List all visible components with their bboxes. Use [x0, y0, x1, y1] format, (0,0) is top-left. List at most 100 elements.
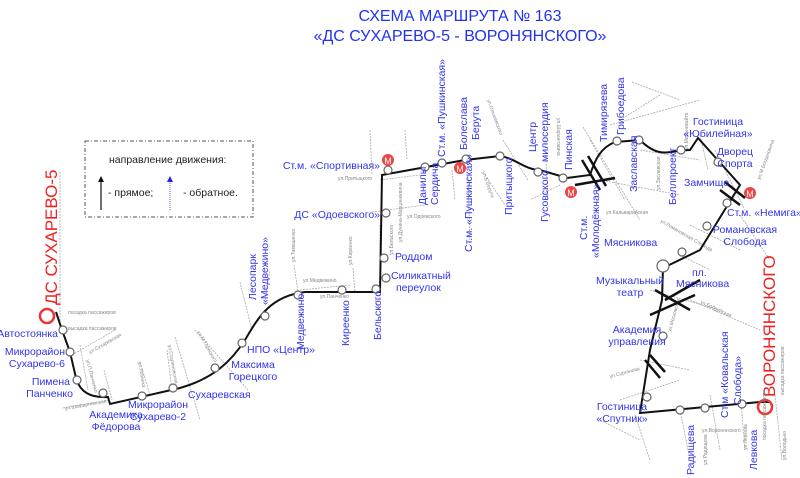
stop-label: Горецкого	[229, 371, 278, 383]
stop-circle-icon[interactable]	[337, 285, 347, 295]
stop-label: НПО «Центр»	[247, 344, 315, 356]
stop-circle-icon[interactable]	[65, 347, 75, 357]
metro-icon: M	[382, 154, 394, 166]
terminal-start-icon	[38, 307, 56, 325]
stop-circle-icon[interactable]	[461, 154, 471, 164]
stop-circle-icon[interactable]	[558, 173, 568, 183]
stop-label: Гостиница	[597, 401, 647, 413]
legend: направление движения: - прямое; - обратн…	[84, 140, 254, 218]
stop-circle-icon[interactable]	[371, 284, 381, 294]
terminal-end-icon	[756, 398, 774, 416]
street-label: ул.Бельского	[389, 225, 395, 255]
stop-label: Лесопарк	[247, 254, 259, 300]
stop-label: «Медвежино»	[259, 237, 271, 305]
stop-circle-icon[interactable]	[495, 151, 505, 161]
stop-label: Академия	[613, 324, 661, 336]
stop-label: Мясникова	[676, 278, 729, 290]
stop-circle-icon[interactable]	[675, 405, 685, 415]
street-label: ул.Панченко	[320, 294, 349, 300]
street-label: ул.Заславская	[656, 156, 662, 190]
stop-label: милосердия	[539, 102, 551, 162]
stop-label: Романовская	[713, 224, 777, 236]
stop-label: «Юбилейная»	[683, 128, 752, 140]
stop-circle-icon[interactable]	[383, 165, 393, 175]
stop-label: Ст.м. «Пушкинская»	[436, 59, 448, 157]
stop-circle-icon[interactable]	[722, 198, 732, 208]
stop-label: Слобода	[723, 236, 766, 248]
stop-label: Бельского	[372, 291, 384, 340]
stop-label: Берута	[470, 106, 482, 140]
stop-label: Слобода»	[732, 356, 744, 405]
title-line1: СХЕМА МАРШРУТА № 163	[359, 8, 562, 25]
title-line2: «ДС СУХАРЕВО-5 - ВОРОНЯНСКОГО»	[314, 28, 607, 45]
stop-label: Микрорайон	[128, 399, 188, 411]
stop-circle-icon[interactable]	[58, 325, 68, 335]
stop-label: Сухарево-6	[9, 358, 65, 370]
metro-icon: M	[744, 187, 756, 199]
street-label: ул.Б.Берута	[480, 171, 495, 199]
street-label: ул.П.Панченко	[84, 359, 99, 394]
street-label: ул.Левкова	[743, 424, 749, 450]
street-label: ул.Сурганова	[609, 366, 641, 380]
street-label: ул.Одоевского	[407, 214, 441, 220]
stop-circle-icon[interactable]	[260, 311, 270, 321]
route-line	[55, 136, 770, 415]
stop-circle-icon[interactable]	[676, 145, 686, 155]
stop-circle-icon[interactable]	[737, 399, 747, 409]
stop-circle-icon[interactable]	[137, 391, 147, 401]
stop-circle-icon[interactable]	[533, 167, 543, 177]
stop-label: «Спутник»	[596, 413, 647, 425]
street-label: ул.Володько	[782, 431, 788, 460]
stop-label: управления	[608, 336, 665, 348]
street-label: ул.Медвежино	[303, 278, 337, 284]
stop-label: Академика	[89, 409, 143, 421]
legend-forward: - прямое;	[108, 187, 153, 199]
stop-circle-icon[interactable]	[420, 162, 430, 172]
stop-circle-icon[interactable]	[700, 403, 710, 413]
stop-label: Роддом	[395, 251, 432, 263]
stop-label: Киреенко	[340, 300, 352, 346]
stop-label: Болеслава	[458, 97, 470, 150]
stop-circle-icon[interactable]	[98, 388, 108, 398]
stop-circle-icon[interactable]	[642, 392, 652, 402]
stop-circle-icon[interactable]	[677, 247, 687, 257]
alighting-label-end: высадка пассажиров	[780, 346, 786, 395]
stop-circle-icon[interactable]	[634, 135, 644, 145]
stop-circle-icon[interactable]	[379, 253, 389, 263]
stop-circle-icon[interactable]	[381, 273, 391, 283]
stop-label: Гостиница	[693, 116, 743, 128]
crossings	[574, 155, 746, 379]
stop-label: Дворец	[717, 146, 753, 158]
stop-circle-icon[interactable]	[702, 221, 712, 231]
legend-reverse: - обратное.	[183, 187, 238, 199]
stop-circle-icon[interactable]	[72, 375, 82, 385]
stop-label: Ст.м. «Немига»	[727, 207, 800, 219]
boarding-label-end: посадка пассажиров	[762, 392, 768, 440]
stop-circle-icon[interactable]	[293, 290, 303, 300]
stop-circle-icon[interactable]	[168, 383, 178, 393]
street-label: ул.Ольшевского	[485, 99, 504, 136]
stop-circle-icon[interactable]	[713, 157, 723, 167]
stop-circle-icon[interactable]	[437, 158, 447, 168]
boarding-label: посадка пассажиров	[68, 310, 116, 316]
alighting-label: высадка пассажиров	[68, 326, 117, 332]
street-label: ул.Лобанка	[136, 361, 146, 388]
stop-circle-icon[interactable]	[612, 136, 622, 146]
stop-label: Силикатный	[391, 270, 451, 282]
stop-circle-icon[interactable]	[656, 259, 670, 273]
stop-circle-icon[interactable]	[237, 338, 247, 348]
stop-circle-icon[interactable]	[381, 208, 391, 218]
stop-label: Замчище	[684, 177, 729, 189]
stop-label: «Молодёжная»	[590, 184, 602, 258]
street-label: ул.Киреенко	[348, 236, 354, 265]
stop-label: Ст.м.	[578, 216, 590, 240]
street-label: ул.Притыцкого	[338, 176, 372, 182]
stop-circle-icon[interactable]	[658, 331, 668, 341]
stop-label: Сухаревская	[188, 389, 251, 401]
stop-label: театр	[617, 287, 644, 299]
stop-circle-icon[interactable]	[210, 363, 220, 373]
forward-arrowhead-icon	[98, 176, 104, 182]
stop-label: Ст.м. «Спортивная»	[283, 160, 380, 172]
stop-label: Сердича	[429, 163, 441, 205]
terminal-start-label: ДС СУХАРЕВО-5	[42, 170, 61, 306]
